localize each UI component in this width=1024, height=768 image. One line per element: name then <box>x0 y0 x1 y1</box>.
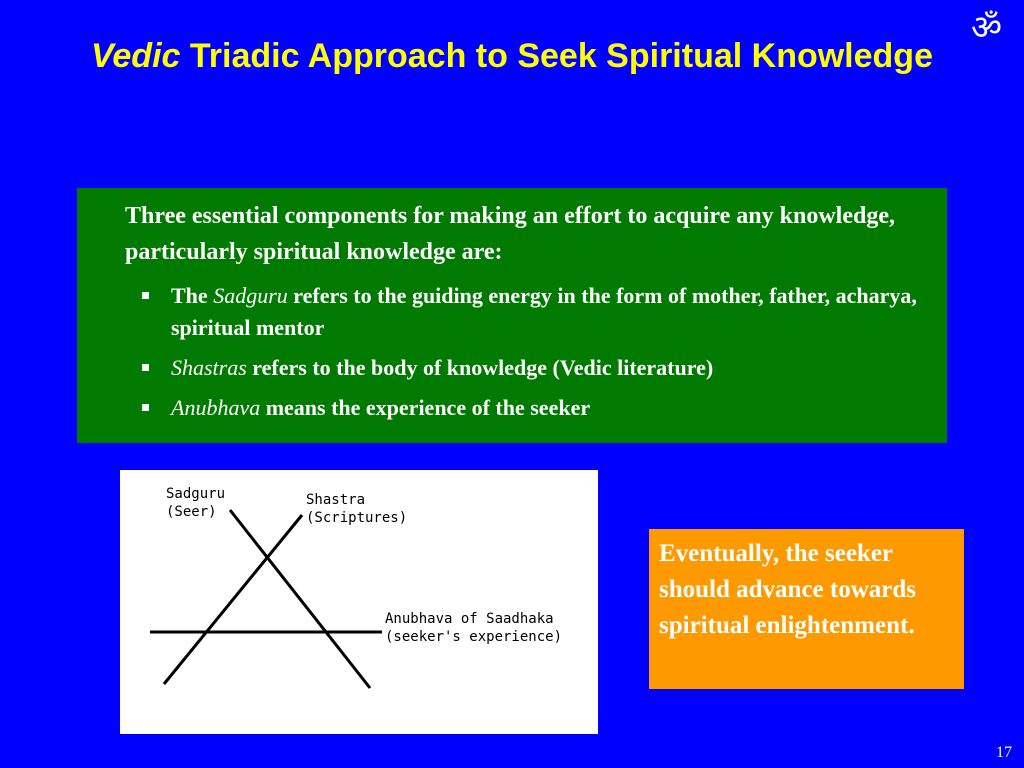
shastra-sublabel: (Scriptures) <box>306 510 407 526</box>
list-item-anubhava: Anubhava means the experience of the see… <box>125 392 939 424</box>
conclusion-box: Eventually, the seeker should advance to… <box>649 529 964 689</box>
shastra-label: Shastra <box>306 492 365 508</box>
sadguru-line <box>228 509 372 689</box>
triad-diagram: Sadguru (Seer) Shastra (Scriptures) Anub… <box>120 470 598 734</box>
triad-diagram-svg: Sadguru (Seer) Shastra (Scriptures) Anub… <box>150 486 562 689</box>
bullet-term: Anubhava <box>171 395 261 420</box>
bullet-text: means the experience of the seeker <box>260 395 591 420</box>
page-number: 17 <box>996 744 1012 761</box>
bullet-text: refers to the body of knowledge (Vedic l… <box>246 355 714 380</box>
list-item-shastras: Shastras refers to the body of knowledge… <box>125 352 939 384</box>
shastra-line <box>162 514 304 685</box>
components-list: The Sadguru refers to the guiding energy… <box>125 280 939 424</box>
bullet-icon <box>142 404 149 411</box>
bullet-prefix: The <box>171 283 214 308</box>
om-icon: ॐ <box>970 8 1002 48</box>
bullet-icon <box>142 292 149 299</box>
title-emphasis: Vedic <box>90 37 181 75</box>
bullet-term: Sadguru <box>213 283 288 308</box>
anubhava-sublabel: (seeker's experience) <box>385 629 562 645</box>
bullet-term: Shastras <box>171 355 247 380</box>
slide-title: Vedic Triadic Approach to Seek Spiritual… <box>80 33 944 79</box>
anubhava-label: Anubhava of Saadhaka <box>385 611 554 627</box>
bullet-icon <box>142 364 149 371</box>
list-item-sadguru: The Sadguru refers to the guiding energy… <box>125 280 939 344</box>
title-rest: Triadic Approach to Seek Spiritual Knowl… <box>180 37 933 75</box>
components-box: Three essential components for making an… <box>77 188 947 443</box>
conclusion-text: Eventually, the seeker should advance to… <box>659 540 916 639</box>
components-intro: Three essential components for making an… <box>125 203 895 265</box>
bullet-text: refers to the guiding energy in the form… <box>171 283 917 340</box>
sadguru-label: Sadguru <box>166 486 225 502</box>
sadguru-sublabel: (Seer) <box>166 504 217 520</box>
